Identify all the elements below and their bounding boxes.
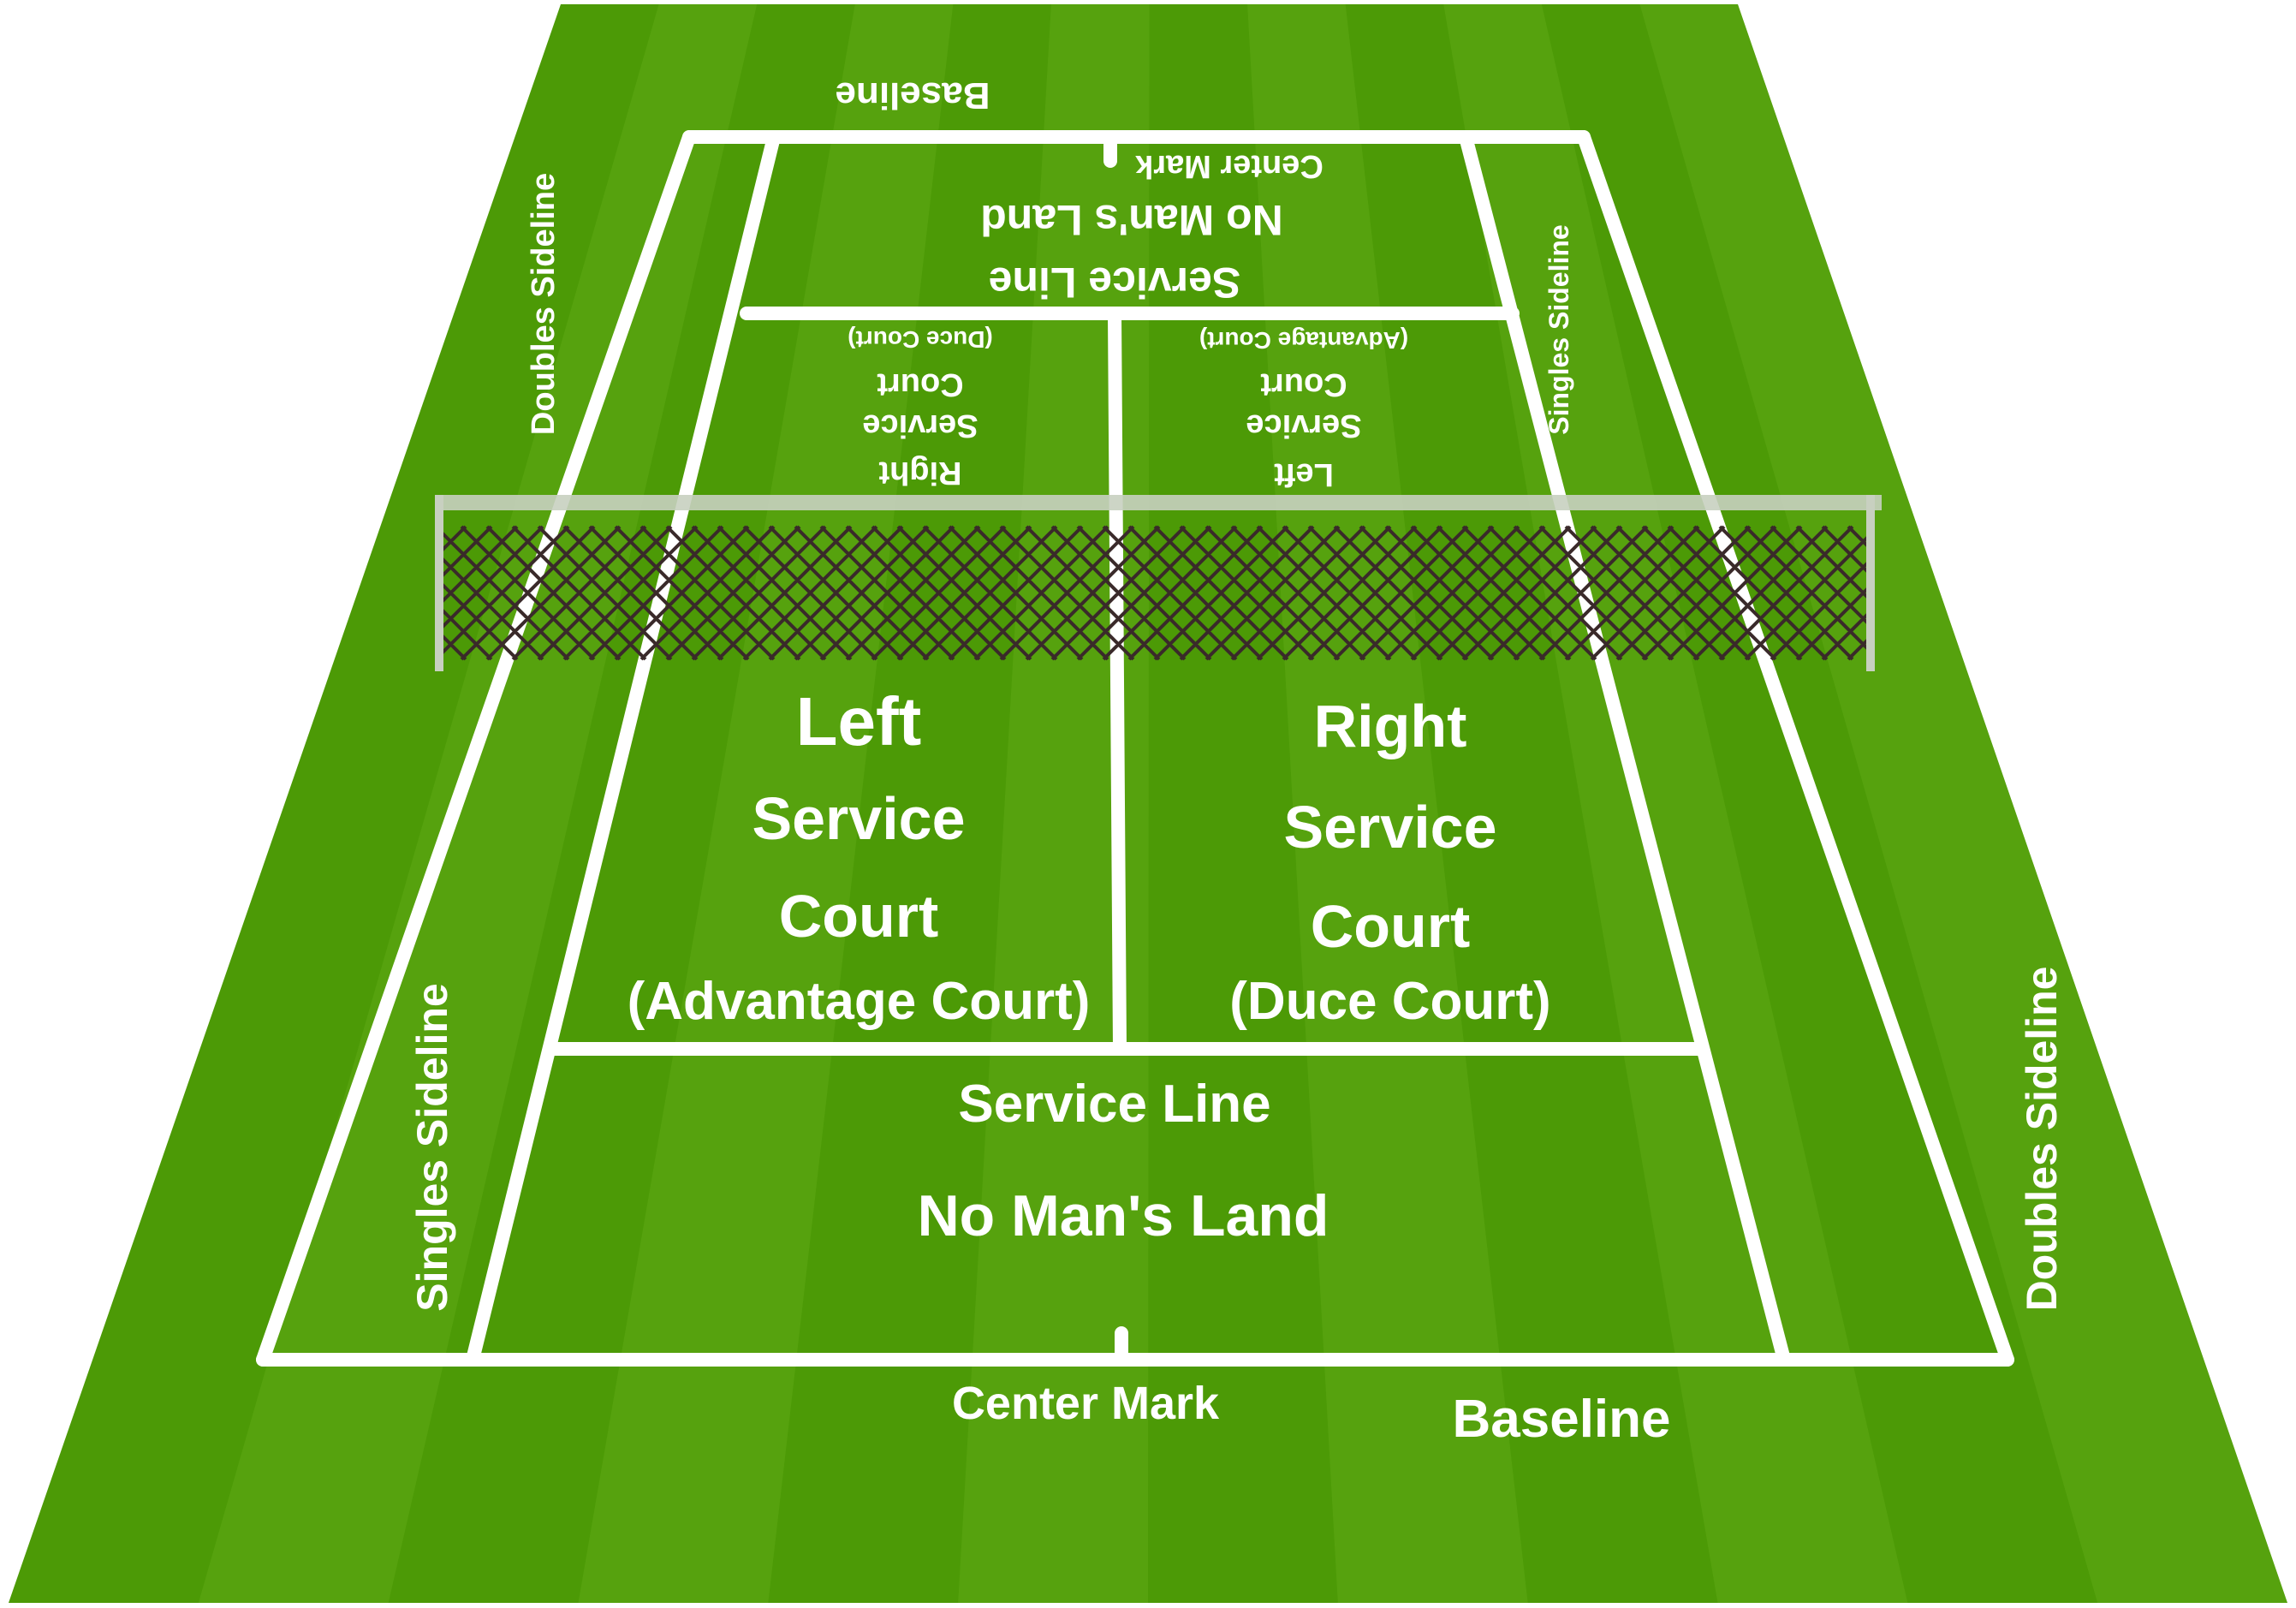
near-service-line-label: Service Line	[958, 1075, 1270, 1134]
far-doubles-sideline-label: Doubles Sideline	[526, 173, 562, 435]
net-mesh-lines	[438, 525, 1873, 661]
right-doubles-sideline	[1577, 130, 2014, 1367]
far-right-court-label-2: Service	[862, 408, 978, 444]
near-doubles-sideline-label: Doubles Sideline	[2018, 967, 2066, 1312]
near-half-labels: Left Service Court (Advantage Court) Rig…	[408, 683, 2066, 1449]
near-no-mans-land-label: No Man's Land	[918, 1183, 1329, 1248]
near-singles-sideline-label: Singles Sideline	[408, 983, 456, 1311]
far-left-court-label-1: Left	[1274, 456, 1334, 492]
far-right-court-label-4: (Duce Court)	[848, 326, 993, 353]
court-lines	[256, 130, 2014, 1367]
far-service-line-label: Service Line	[989, 259, 1241, 307]
turf-stripe	[1247, 4, 1528, 1603]
turf-stripes	[198, 4, 2287, 1603]
near-right-court-label-1: Right	[1314, 693, 1467, 759]
near-baseline-label: Baseline	[1452, 1390, 1670, 1449]
left-singles-sideline	[466, 130, 781, 1367]
far-right-court-label-3: Court	[877, 366, 964, 402]
turf-stripe	[1639, 4, 2287, 1603]
left-doubles-sideline	[256, 130, 696, 1367]
turf-stripe	[958, 4, 1150, 1603]
near-left-court-label-1: Left	[796, 683, 922, 759]
far-no-mans-land-label: No Man's Land	[980, 196, 1283, 244]
far-center-mark-label: Center Mark	[1134, 148, 1323, 184]
center-service-line	[1108, 307, 1127, 1056]
net-tape	[435, 495, 1882, 510]
near-right-court-label-4: (Duce Court)	[1229, 972, 1550, 1031]
far-right-court-label-1: Right	[878, 455, 961, 491]
net-post-right	[1866, 495, 1875, 671]
near-left-court-label-2: Service	[752, 785, 965, 852]
far-left-court-label-3: Court	[1260, 366, 1347, 402]
far-left-court-label-2: Service	[1246, 408, 1361, 444]
net	[435, 495, 1882, 671]
right-singles-sideline	[1459, 130, 1791, 1367]
far-half-labels: Right Service Court (Duce Court) Left Se…	[526, 74, 1574, 492]
far-left-court-label-4: (Advantage Court)	[1199, 327, 1408, 354]
turf-stripe	[578, 4, 954, 1603]
turf-stripe	[198, 4, 758, 1603]
far-singles-sideline-label: Singles Sideline	[1544, 224, 1574, 434]
near-left-court-label-3: Court	[779, 883, 939, 950]
net-mesh	[438, 525, 1873, 661]
far-baseline-label: Baseline	[836, 74, 990, 116]
near-right-court-label-2: Service	[1283, 794, 1496, 861]
net-post-left	[435, 495, 443, 671]
near-right-court-label-3: Court	[1311, 893, 1471, 960]
near-center-mark-label: Center Mark	[952, 1378, 1220, 1429]
near-left-court-label-4: (Advantage Court)	[628, 972, 1091, 1031]
turf-stripe	[1443, 4, 1908, 1603]
